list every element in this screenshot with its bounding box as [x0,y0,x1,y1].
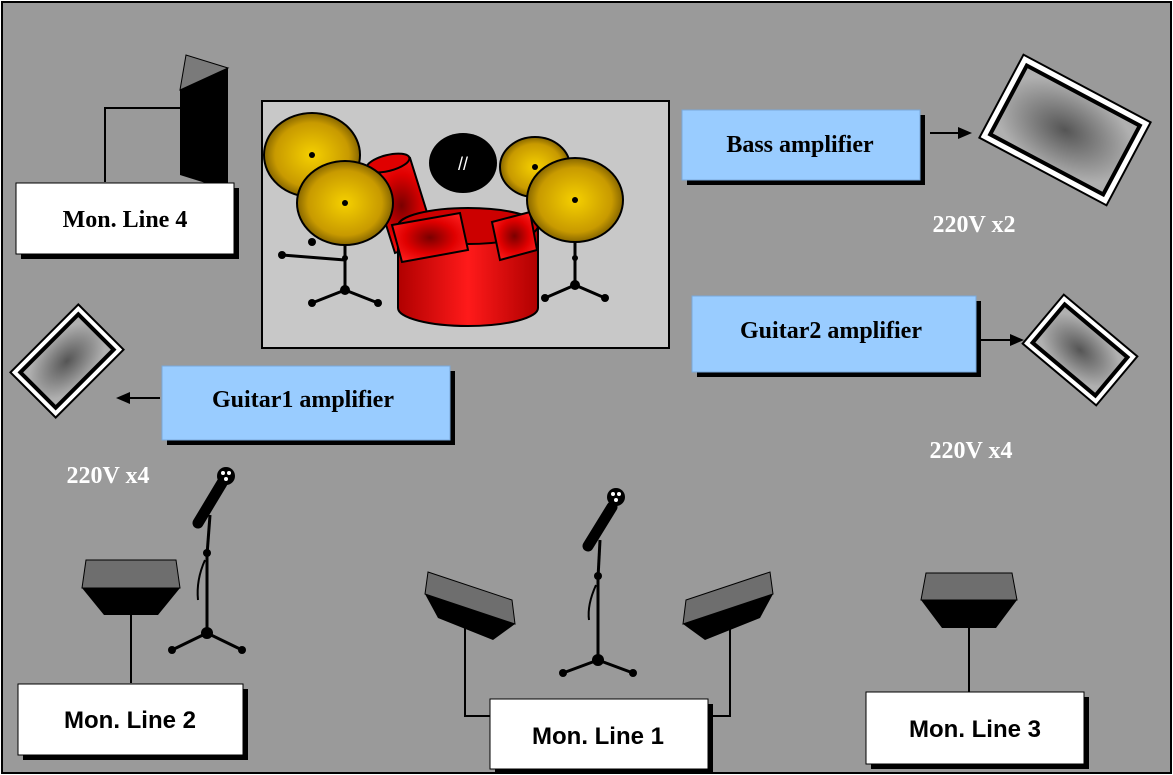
monitor-line-3-label: Mon. Line 3 [909,716,1041,743]
guitar1-amp-label-box: Guitar1 amplifier [161,365,455,445]
guitar1-amp-cabinet [9,303,125,419]
monitor-3-wedge [920,572,1018,628]
monitor-1-wedge-left [424,571,516,640]
bass-amp-cabinet [978,53,1152,207]
drum-kit: // [261,100,670,349]
monitor-1-cable-right [708,622,731,717]
monitor-2-wedge [81,559,181,615]
monitor-line-3-box: Mon. Line 3 [865,691,1089,769]
mic-stand-left [168,467,246,654]
rack-tom-black [429,133,497,193]
guitar1-amplifier-label: Guitar1 amplifier [212,387,394,413]
guitar1-power-label: 220V x4 [67,463,150,489]
guitar1-arrow [116,392,160,404]
guitar2-amp-label-box: Guitar2 amplifier [691,295,981,377]
bass-arrow [930,127,972,139]
guitar2-power-label: 220V x4 [930,438,1013,464]
bass-power-label: 220V x2 [933,212,1016,238]
mic-head-left [217,467,235,485]
monitor-line-2-box: Mon. Line 2 [17,683,248,760]
monitor-4-cable [104,107,180,182]
monitor-line-4-label: Mon. Line 4 [63,207,188,233]
tom-marking: // [458,154,468,174]
monitor-1-wedge-right [682,571,774,640]
rack-tom-left [390,211,470,264]
guitar2-amplifier-label: Guitar2 amplifier [740,318,922,344]
guitar2-arrow [978,334,1024,346]
monitor-line-4-box: Mon. Line 4 [15,182,239,259]
mic-stand-center [559,488,637,677]
monitor-4-speaker [179,54,230,190]
mic-head-center [607,488,625,506]
monitor-1-cable-left [464,620,490,717]
guitar2-amp-cabinet [1021,293,1139,407]
monitor-line-1-label: Mon. Line 1 [532,723,664,750]
bass-amp-label-box: Bass amplifier [681,109,925,185]
monitor-line-2-label: Mon. Line 2 [64,707,196,734]
bass-amplifier-label: Bass amplifier [726,132,874,158]
rack-tom-right [490,210,539,262]
monitor-line-1-box: Mon. Line 1 [489,698,713,774]
